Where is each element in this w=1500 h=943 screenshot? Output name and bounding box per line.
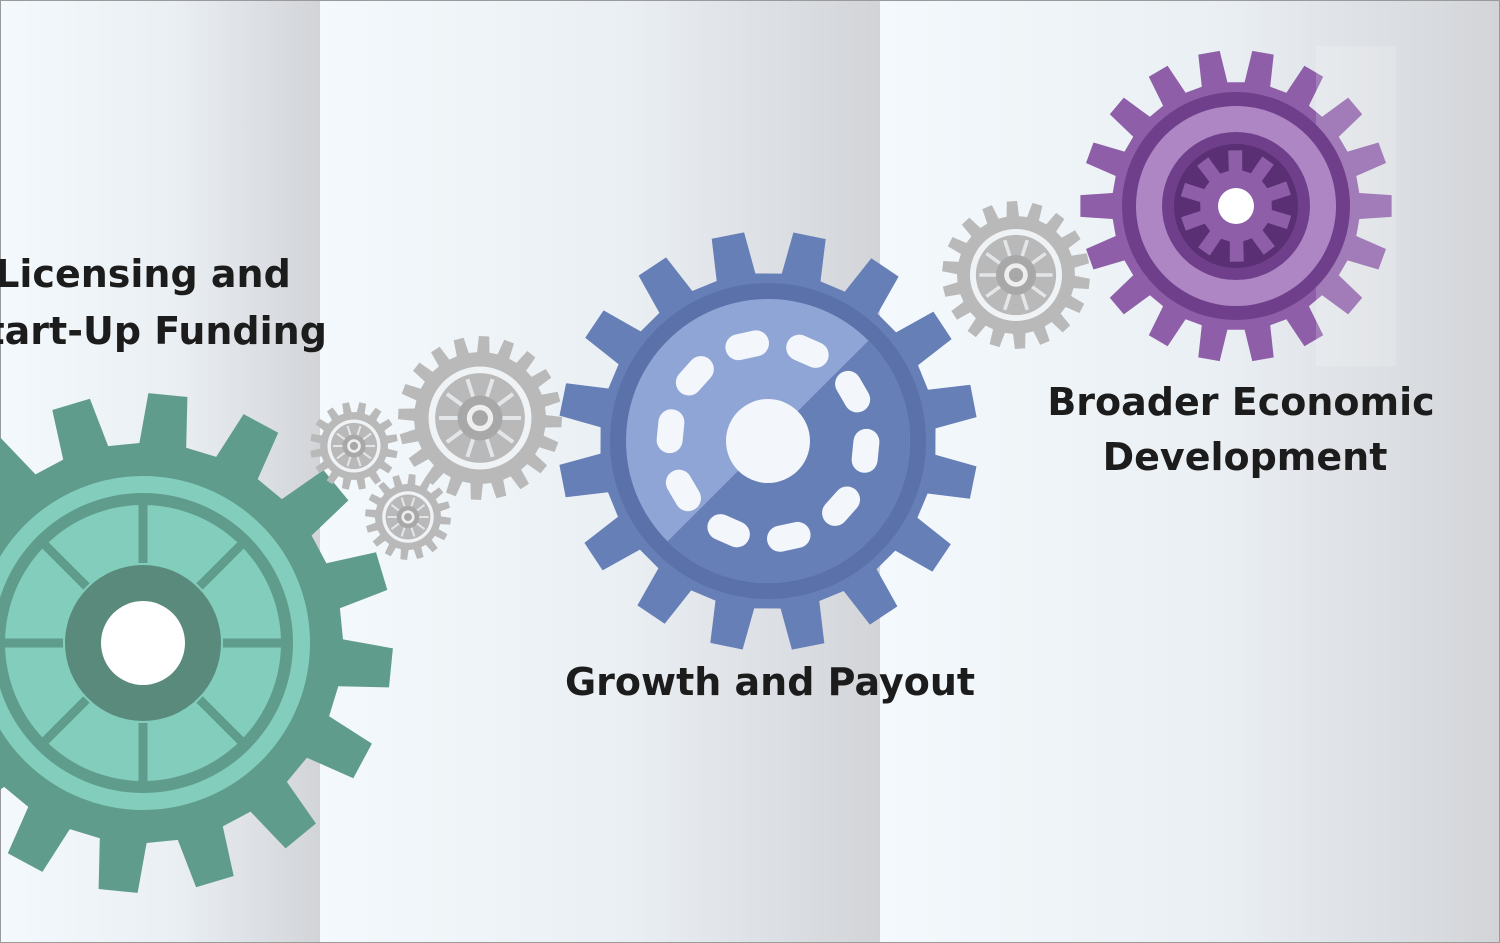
growth-gear-icon — [559, 232, 977, 650]
stage-1-label-line-2: Start-Up Funding — [0, 309, 327, 353]
stage-1-label-line-1: Licensing and — [0, 252, 291, 296]
medium-gear-icon — [398, 336, 562, 500]
stage-2-label: Growth and Payout — [565, 660, 975, 704]
economic-development-gear-icon — [1080, 46, 1396, 366]
medium-gear-icon — [942, 201, 1090, 349]
small-gear-icon — [365, 474, 451, 560]
stage-3-label-line-2: Development — [1103, 435, 1388, 479]
licensing-gear-icon — [0, 393, 393, 893]
small-gear-icon — [310, 402, 398, 490]
stage-3-label-line-1: Broader Economic — [1047, 380, 1434, 424]
